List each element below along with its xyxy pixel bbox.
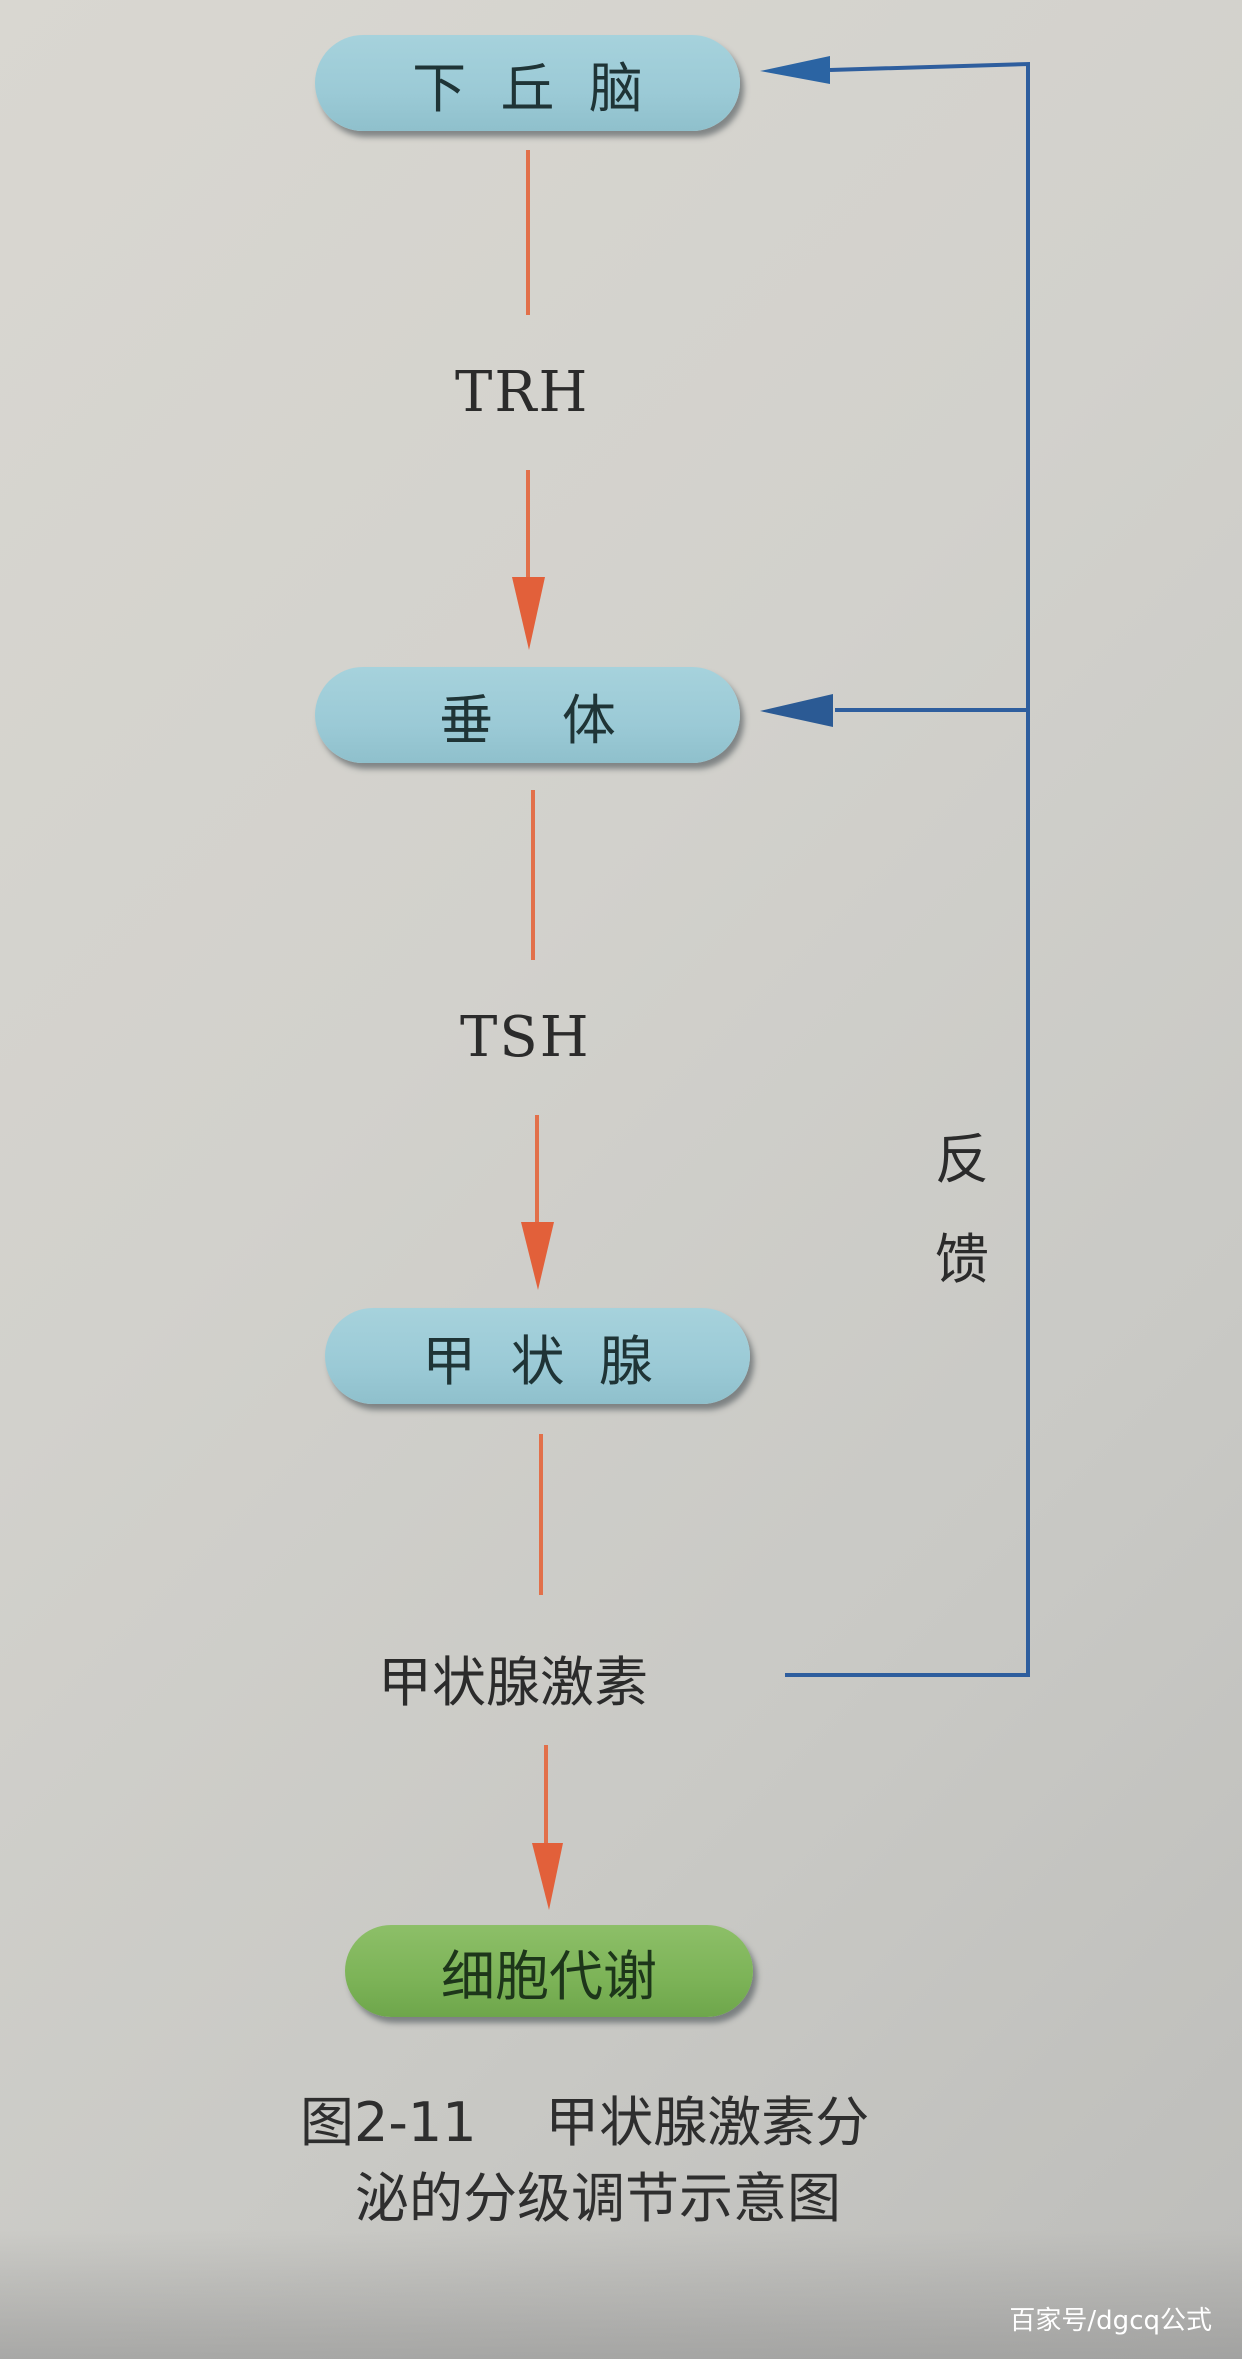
node-pituitary: 垂 体 (315, 667, 740, 763)
node-hypothalamus: 下 丘 脑 (315, 35, 740, 131)
label-trh: TRH (455, 360, 590, 425)
watermark: 百家号/dgcq公式 (1009, 2306, 1212, 2336)
arrow-head-pituitary-icon (512, 577, 545, 650)
label-tsh: TSH (460, 1005, 591, 1070)
label-thyroid-hormone: 甲状腺激素 (378, 1651, 648, 1714)
feedback-label-char1: 反 (935, 1128, 989, 1191)
node-thyroid-label: 甲 状 腺 (422, 1329, 653, 1393)
arrow-head-thyroid-icon (521, 1222, 554, 1290)
feedback-label-char2: 馈 (935, 1228, 989, 1291)
caption-line-1: 图2-11 甲状腺激素分 (300, 2091, 870, 2154)
caption-line-2: 泌的分级调节示意图 (355, 2167, 841, 2230)
node-hypothalamus-label: 下 丘 脑 (412, 56, 643, 120)
node-thyroid: 甲 状 腺 (325, 1308, 750, 1404)
arrow-head-metabolism-icon (532, 1843, 563, 1910)
node-cell-metabolism: 细胞代谢 (345, 1925, 753, 2017)
feedback-line (785, 61, 1030, 1677)
figure-caption: 图2-11 甲状腺激素分 泌的分级调节示意图 (300, 2085, 1020, 2237)
node-pituitary-label: 垂 体 (439, 688, 616, 752)
feedback-arrow-pituitary-icon (760, 694, 833, 727)
bottom-shadow (0, 2230, 1242, 2359)
feedback-arrow-hypothalamus-icon (760, 56, 830, 84)
node-cell-metabolism-label: 细胞代谢 (441, 1944, 657, 2008)
